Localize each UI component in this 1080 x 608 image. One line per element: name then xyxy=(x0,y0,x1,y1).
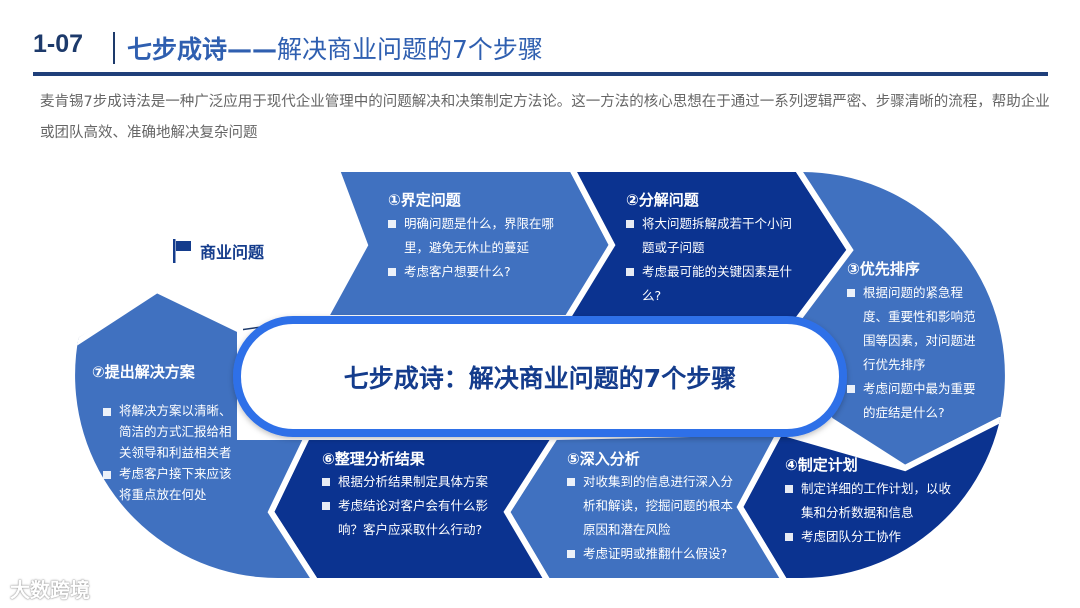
step-3-title: ③优先排序 xyxy=(847,260,920,278)
bullet: 根据分析结果制定具体方案 xyxy=(322,470,504,494)
step-3-bullets: 根据问题的紧急程度、重要性和影响范围等因素，对问题进行优先排序 考虑问题中最为重… xyxy=(847,281,987,425)
watermark-logo: 大数跨境 xyxy=(10,578,90,602)
step-1-bullets: 明确问题是什么，界限在哪里，避免无休止的蔓延 考虑客户想要什么? xyxy=(388,212,563,284)
bullet: 根据问题的紧急程度、重要性和影响范围等因素，对问题进行优先排序 xyxy=(847,281,987,377)
step-4-bullets: 制定详细的工作计划，以收集和分析数据和信息 考虑团队分工协作 xyxy=(785,477,955,549)
step-7-bullets: 将解决方案以清晰、简洁的方式汇报给相关领导和利益相关者 考虑客户接下来应该将重点… xyxy=(103,400,243,505)
slide-number: 1-07 xyxy=(33,30,84,58)
slide-title: 七步成诗——解决商业问题的7个步骤 xyxy=(127,30,543,66)
bullet: 将解决方案以清晰、简洁的方式汇报给相关领导和利益相关者 xyxy=(103,400,243,463)
slide-title-rest: 解决商业问题的7个步骤 xyxy=(277,35,543,64)
bullet: 明确问题是什么，界限在哪里，避免无休止的蔓延 xyxy=(388,212,563,260)
bullet: 考虑团队分工协作 xyxy=(785,525,955,549)
step-2-bullets: 将大问题拆解成若干个小问题或子问题 考虑最可能的关键因素是什么? xyxy=(626,212,796,308)
title-divider xyxy=(113,32,115,64)
description: 麦肯锡7步成诗法是一种广泛应用于现代企业管理中的问题解决和决策制定方法论。这一方… xyxy=(40,94,1050,141)
header-rule xyxy=(33,72,1048,76)
flag-icon xyxy=(173,239,191,263)
step-7-title: ⑦提出解决方案 xyxy=(92,363,195,381)
bullet: 考虑最可能的关键因素是什么? xyxy=(626,260,796,308)
bullet: 对收集到的信息进行深入分析和解读，挖掘问题的根本原因和潜在风险 xyxy=(567,470,739,542)
center-pill xyxy=(233,316,847,437)
bullet: 考虑问题中最为重要的症结是什么? xyxy=(847,377,987,425)
start-label: 商业问题 xyxy=(172,238,264,264)
step-5-title: ⑤深入分析 xyxy=(567,450,640,468)
start-label-text: 商业问题 xyxy=(200,243,265,262)
bullet: 考虑证明或推翻什么假设? xyxy=(567,542,739,566)
slide-title-bold: 七步成诗—— xyxy=(127,35,278,64)
bullet: 考虑客户想要什么? xyxy=(388,260,563,284)
bullet: 考虑结论对客户会有什么影响？客户应采取什么行动? xyxy=(322,494,504,542)
step-6-bullets: 根据分析结果制定具体方案 考虑结论对客户会有什么影响？客户应采取什么行动? xyxy=(322,470,504,542)
center-title: 七步成诗：解决商业问题的7个步骤 xyxy=(343,363,737,393)
bullet: 考虑客户接下来应该将重点放在何处 xyxy=(103,463,243,505)
step-1-title: ①界定问题 xyxy=(388,191,461,209)
bullet: 将大问题拆解成若干个小问题或子问题 xyxy=(626,212,796,260)
step-5-bullets: 对收集到的信息进行深入分析和解读，挖掘问题的根本原因和潜在风险 考虑证明或推翻什… xyxy=(567,470,739,566)
step-4-title: ④制定计划 xyxy=(785,456,858,474)
step-2-title: ②分解问题 xyxy=(626,191,699,209)
step-6-title: ⑥整理分析结果 xyxy=(322,450,425,468)
bullet: 制定详细的工作计划，以收集和分析数据和信息 xyxy=(785,477,955,525)
